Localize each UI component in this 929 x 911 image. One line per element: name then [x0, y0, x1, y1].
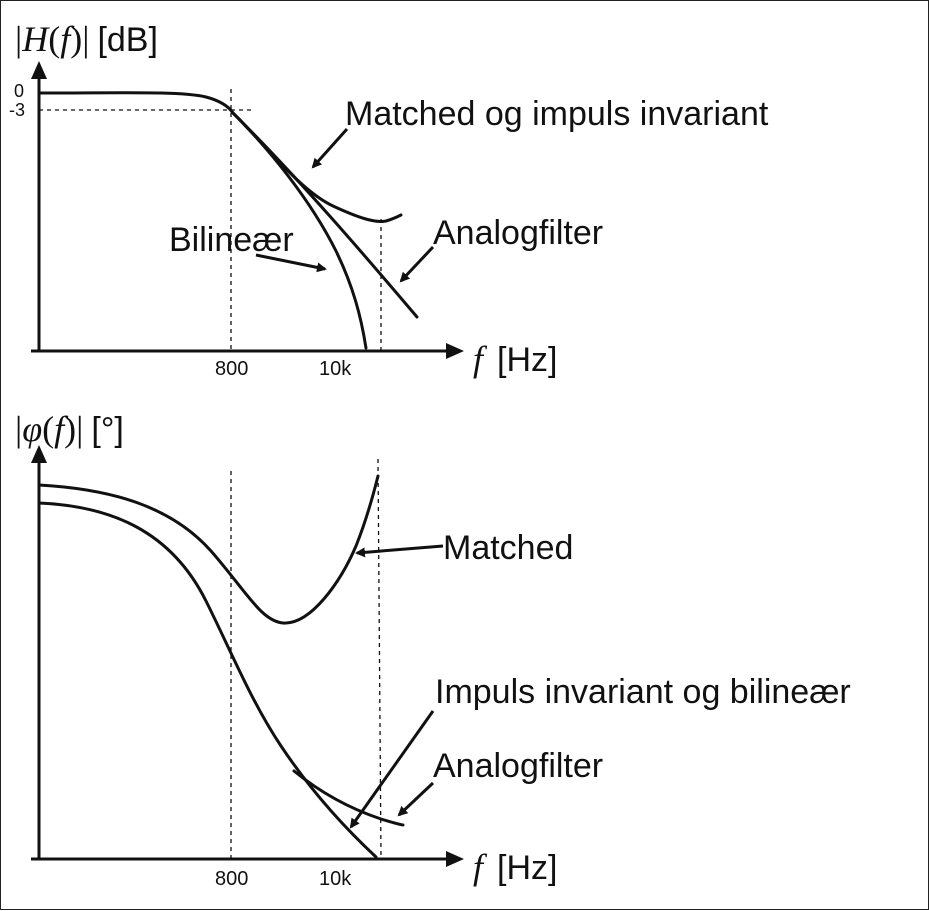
x-axis-arrowhead-phase	[446, 851, 464, 867]
analogfilter-phase-curve	[292, 769, 405, 827]
nyquist-guide-phase	[377, 458, 382, 860]
analogfilter-label-bottom: Analogfilter	[433, 747, 603, 785]
xtick-800-bottom: 800	[215, 868, 248, 890]
phase-ylabel: |φ(f)|[°]	[15, 409, 124, 449]
matched-phase-arrow	[355, 544, 444, 558]
y-axis-arrowhead	[31, 61, 47, 79]
bilinear-arrow	[255, 253, 327, 273]
xtick-800-top: 800	[215, 358, 248, 380]
impuls-bilinear-label: Impuls invariant og bilineær	[435, 673, 851, 711]
ytick-0: 0	[14, 81, 24, 101]
x-axis-arrowhead	[446, 343, 464, 359]
analogfilter-arrow	[399, 245, 435, 283]
matched-phase-label: Matched	[443, 529, 573, 567]
impuls-bilinear-phase-curve	[37, 501, 378, 859]
ytick-minus3: -3	[9, 100, 25, 120]
xtick-10k-top: 10k	[319, 358, 352, 380]
bilinear-label: Bilineær	[169, 221, 294, 259]
phase-plot: |φ(f)|[°] 800 10k f[Hz] Matched Impuls i…	[15, 409, 851, 890]
matched-impuls-arrow	[311, 127, 349, 169]
xtick-10k-bottom: 10k	[319, 868, 352, 890]
y-axis-arrowhead-phase	[31, 445, 47, 463]
bilinear-curve	[231, 111, 368, 350]
matched-impuls-label: Matched og impuls invariant	[345, 95, 769, 133]
magnitude-xlabel: f[Hz]	[473, 339, 557, 379]
matched-phase-curve	[37, 474, 380, 625]
impuls-bilinear-arrow	[349, 710, 435, 829]
magnitude-ylabel: |H(f)|[dB]	[15, 19, 158, 59]
analogfilter-phase-arrow	[397, 781, 435, 817]
phase-xlabel: f[Hz]	[473, 847, 557, 887]
magnitude-plot: |H(f)|[dB] 0 -3 800 10k f[Hz] Matched og…	[9, 19, 769, 380]
analogfilter-label-top: Analogfilter	[433, 214, 603, 252]
